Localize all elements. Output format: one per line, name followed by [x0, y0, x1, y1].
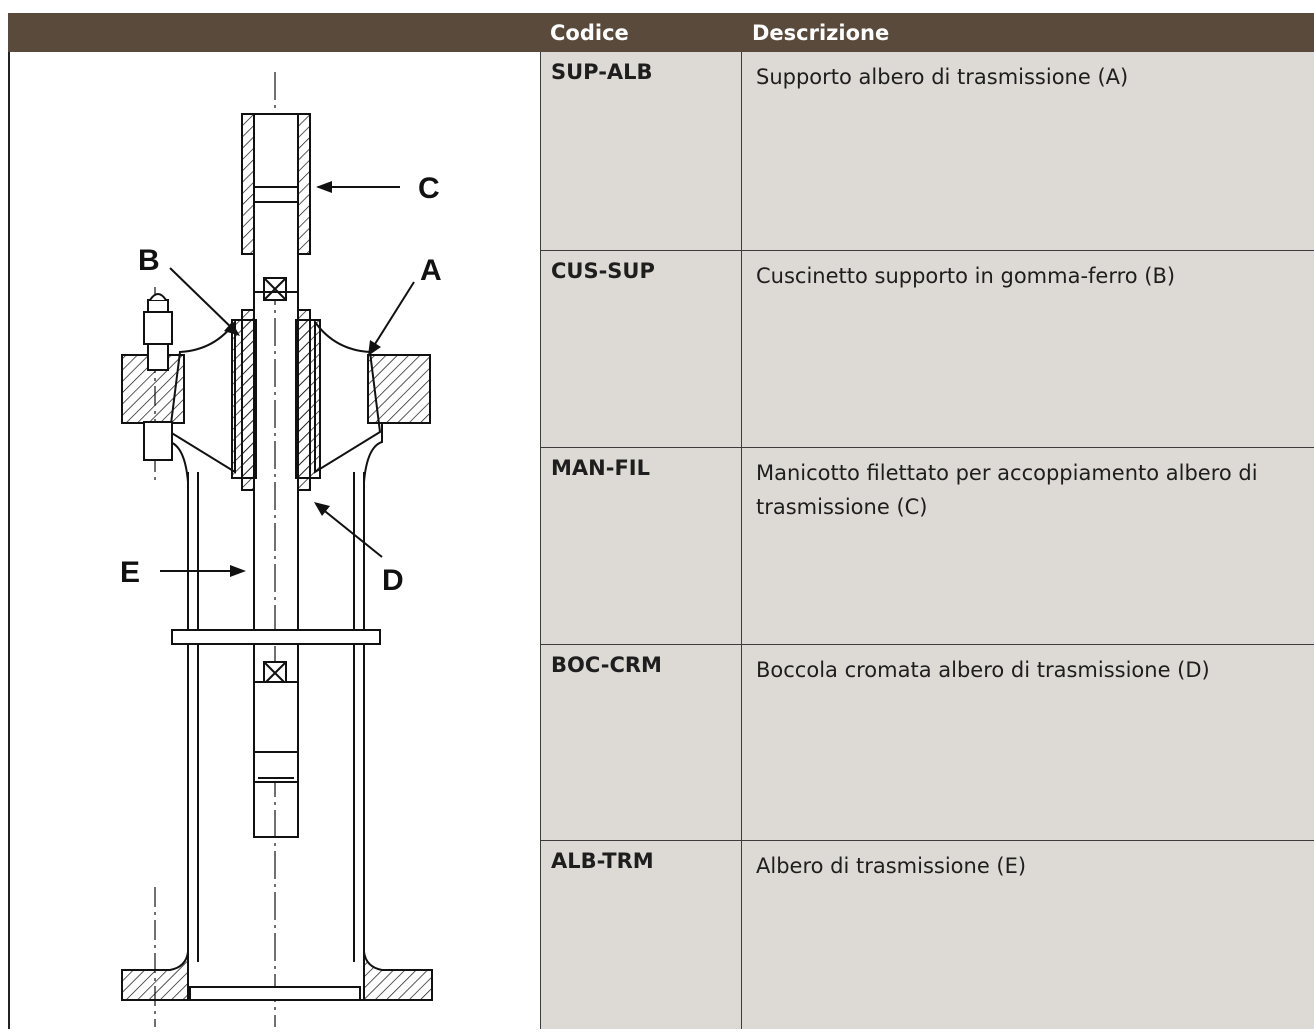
row-code: ALB-TRM: [540, 841, 742, 1029]
callout-c: C: [418, 172, 440, 205]
row-description: Cuscinetto supporto in gomma-ferro (B): [756, 264, 1176, 288]
table-row: BOC-CRM Boccola cromata albero di trasmi…: [540, 644, 1314, 840]
header-code: Codice: [550, 21, 629, 45]
row-description: Manicotto filettato per accoppiamento al…: [756, 461, 1258, 519]
row-description: Supporto albero di trasmissione (A): [756, 65, 1129, 89]
table-row: MAN-FIL Manicotto filettato per accoppia…: [540, 447, 1314, 644]
technical-drawing-cell: C B A D E: [8, 52, 540, 1029]
callout-e: E: [120, 556, 140, 589]
callout-b: B: [138, 244, 160, 277]
table-header: Codice Descrizione: [8, 13, 1314, 52]
parts-table: Codice Descrizione: [8, 13, 1314, 1029]
row-code: BOC-CRM: [540, 645, 742, 840]
callout-d: D: [382, 564, 404, 597]
row-description: Boccola cromata albero di trasmissione (…: [756, 658, 1210, 682]
callout-a: A: [420, 254, 442, 287]
header-description: Descrizione: [752, 21, 890, 45]
row-code: SUP-ALB: [540, 52, 742, 250]
table-row: CUS-SUP Cuscinetto supporto in gomma-fer…: [540, 250, 1314, 447]
row-code: MAN-FIL: [540, 448, 742, 644]
table-row: ALB-TRM Albero di trasmissione (E): [540, 840, 1314, 1029]
shaft-support-drawing: C B A D E: [120, 72, 442, 1027]
row-code: CUS-SUP: [540, 251, 742, 447]
row-description: Albero di trasmissione (E): [756, 854, 1027, 878]
table-row: SUP-ALB Supporto albero di trasmissione …: [540, 52, 1314, 250]
